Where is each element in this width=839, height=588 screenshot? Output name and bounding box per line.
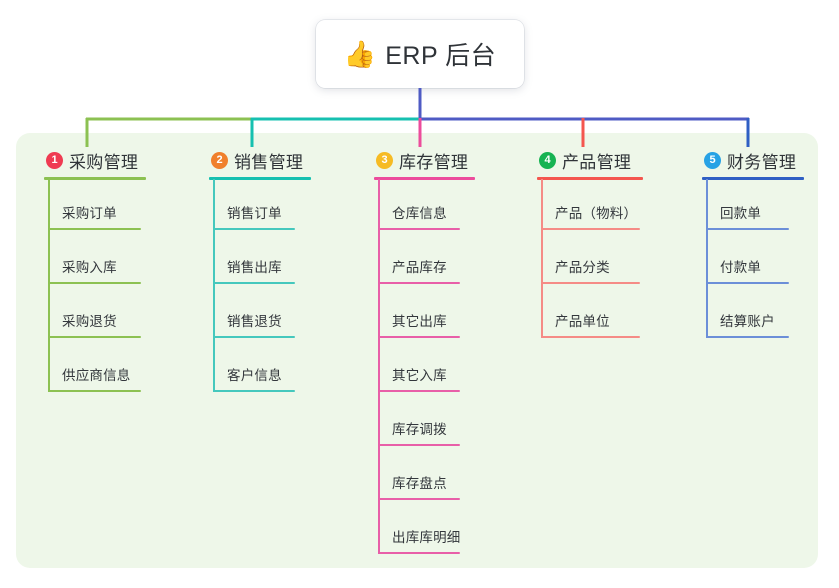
list-item-rule [378,390,460,392]
column-header[interactable]: 1 采购管理 [44,148,138,172]
column-spine [706,179,708,338]
list-item-label: 付款单 [720,260,762,275]
list-item-rule [48,390,141,392]
list-item-rule [48,228,141,230]
column-purchasing: 1 采购管理 采购订单采购入库采购退货供应商信息 [44,148,146,392]
content-panel [16,133,818,568]
column-finance: 5 财务管理 回款单付款单结算账户 [702,148,804,338]
column-title: 销售管理 [234,152,304,172]
column-rule [209,177,311,180]
column-title: 采购管理 [69,152,139,172]
list-item-label: 采购入库 [62,260,117,275]
page-title: ERP 后台 [385,42,497,70]
column-header[interactable]: 3 库存管理 [374,148,468,172]
column-rule [537,177,643,180]
column-title: 库存管理 [399,152,469,172]
column-badge: 2 [211,151,228,169]
list-item-label: 仓库信息 [392,206,447,221]
column-badge: 3 [376,151,393,169]
list-item[interactable]: 付款单 [706,233,789,284]
list-item-rule [541,228,640,230]
column-title: 财务管理 [727,152,797,172]
list-item[interactable]: 产品单位 [541,287,640,338]
list-item-rule [213,228,295,230]
list-item[interactable]: 回款单 [706,179,789,230]
list-item[interactable]: 库存调拨 [378,395,460,446]
list-item-label: 销售出库 [227,260,282,275]
list-item[interactable]: 产品（物料） [541,179,640,230]
list-item[interactable]: 其它入库 [378,341,460,392]
list-item-rule [378,552,460,554]
column-spine [541,179,543,338]
list-item-rule [706,282,789,284]
list-item[interactable]: 销售订单 [213,179,295,230]
column-header[interactable]: 5 财务管理 [702,148,796,172]
column-badge: 5 [704,151,721,169]
list-item[interactable]: 采购入库 [48,233,141,284]
column-rule [44,177,146,180]
list-item-label: 产品分类 [555,260,610,275]
list-item[interactable]: 供应商信息 [48,341,141,392]
column-badge: 1 [46,151,63,169]
list-item-rule [378,282,460,284]
list-item-label: 采购退货 [62,314,117,329]
list-item[interactable]: 采购退货 [48,287,141,338]
column-badge: 4 [539,151,556,169]
list-item[interactable]: 客户信息 [213,341,295,392]
list-item-label: 销售退货 [227,314,282,329]
list-item-label: 库存盘点 [392,476,447,491]
list-item-rule [541,282,640,284]
list-item-label: 产品（物料） [555,206,638,221]
column-spine [213,179,215,392]
title-card[interactable]: 👍 ERP 后台 [316,20,524,88]
column-rule [374,177,475,180]
list-item-rule [48,282,141,284]
list-item-label: 其它出库 [392,314,447,329]
list-item-label: 回款单 [720,206,762,221]
list-item-rule [48,336,141,338]
list-item[interactable]: 产品分类 [541,233,640,284]
list-item[interactable]: 库存盘点 [378,449,460,500]
list-item[interactable]: 销售出库 [213,233,295,284]
column-rule [702,177,804,180]
list-item[interactable]: 产品库存 [378,233,460,284]
column-sales: 2 销售管理 销售订单销售出库销售退货客户信息 [209,148,311,392]
list-item-rule [541,336,640,338]
column-inventory: 3 库存管理 仓库信息产品库存其它出库其它入库库存调拨库存盘点出库库明细 [374,148,475,554]
list-item-label: 结算账户 [720,314,775,329]
list-item-label: 产品单位 [555,314,610,329]
list-item[interactable]: 销售退货 [213,287,295,338]
list-item[interactable]: 仓库信息 [378,179,460,230]
list-item-label: 采购订单 [62,206,117,221]
list-item-label: 供应商信息 [62,368,131,383]
list-item[interactable]: 其它出库 [378,287,460,338]
thumbs-up-icon: 👍 [343,39,377,69]
list-item-label: 客户信息 [227,368,282,383]
list-item-rule [706,336,789,338]
list-item-label: 库存调拨 [392,422,447,437]
list-item-rule [706,228,789,230]
list-item-rule [213,390,295,392]
list-item-label: 出库库明细 [392,530,461,545]
list-item[interactable]: 采购订单 [48,179,141,230]
column-title: 产品管理 [562,152,632,172]
list-item-rule [213,336,295,338]
column-product: 4 产品管理 产品（物料） 产品分类产品单位 [537,148,643,338]
list-item-rule [378,228,460,230]
list-item[interactable]: 结算账户 [706,287,789,338]
list-item-label: 销售订单 [227,206,282,221]
column-spine [48,179,50,392]
list-item-rule [213,282,295,284]
column-spine [378,179,380,554]
column-header[interactable]: 4 产品管理 [537,148,631,172]
list-item-rule [378,498,460,500]
list-item-label: 其它入库 [392,368,447,383]
column-header[interactable]: 2 销售管理 [209,148,303,172]
list-item-label: 产品库存 [392,260,447,275]
list-item-rule [378,444,460,446]
list-item-rule [378,336,460,338]
list-item[interactable]: 出库库明细 [378,503,460,554]
